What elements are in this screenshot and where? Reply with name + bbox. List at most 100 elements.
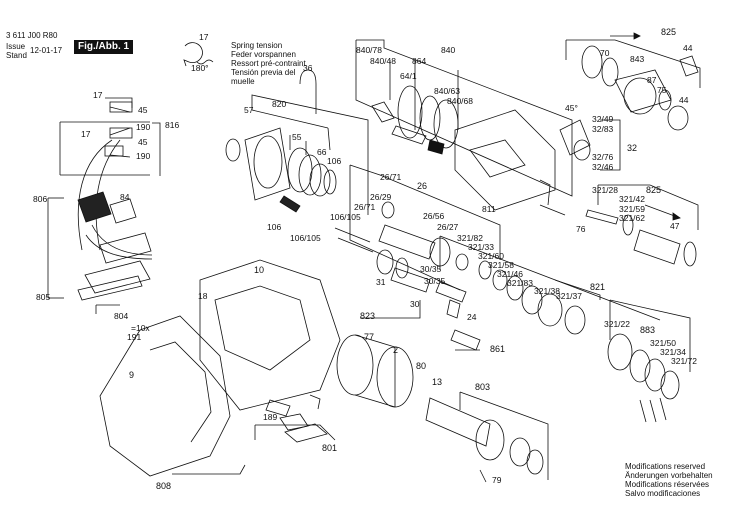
- part-label: 190: [136, 151, 151, 161]
- doc-number: 3 611 J00 R80: [6, 31, 58, 40]
- spring-note-line-2: Feder vorspannen: [231, 50, 296, 59]
- part-label: 26/56: [423, 211, 445, 221]
- part-label: 805: [36, 292, 51, 302]
- part-label: 45: [138, 137, 148, 147]
- part-label: 864: [412, 56, 427, 66]
- part-label: 44: [683, 43, 693, 53]
- part-label: 321/50: [650, 338, 676, 348]
- part-label: 321/38: [534, 286, 560, 296]
- part-label: 17: [81, 129, 91, 139]
- part-label: 840: [441, 45, 456, 55]
- part-label: 80: [416, 361, 427, 371]
- part-label: 64/1: [400, 71, 417, 81]
- part-label: 32/46: [592, 162, 614, 172]
- part-label: 811: [482, 204, 496, 214]
- part-label: 84: [120, 192, 130, 202]
- part-label: 321/82: [457, 233, 483, 243]
- part-label: 825: [661, 27, 677, 37]
- part-label: 75: [657, 85, 667, 95]
- part-label: 36: [303, 63, 313, 73]
- part-label: 189: [263, 412, 278, 422]
- part-label: 76: [576, 224, 586, 234]
- part-label: 30/35: [420, 264, 442, 274]
- part-label: 26/71: [380, 172, 402, 182]
- footer-note-line-3: Modifications réservées: [625, 480, 710, 489]
- part-label: 18: [198, 291, 208, 301]
- spindle-assembly: [585, 209, 697, 267]
- part-label: 321/42: [619, 194, 645, 204]
- part-label: 321/62: [619, 213, 645, 223]
- impact-mechanism-assembly: [334, 201, 481, 351]
- figure-tag: Fig./Abb. 1: [74, 40, 134, 54]
- part-label: 321/37: [556, 291, 582, 301]
- part-label: 861: [490, 344, 506, 354]
- stand-label: Stand: [6, 51, 27, 60]
- part-label: 321/60: [478, 251, 504, 261]
- part-label: 24: [467, 312, 477, 322]
- main-housing: [99, 259, 341, 477]
- part-label: 840/63: [434, 86, 460, 96]
- issue-date: 12-01-17: [30, 46, 63, 55]
- part-label: 840/48: [370, 56, 396, 66]
- part-label: 106/105: [330, 212, 361, 222]
- spring-note-line-4: Tensión previa del: [231, 68, 296, 77]
- hammer-housing-assembly: [371, 85, 566, 216]
- part-label: 77: [364, 332, 375, 342]
- leader-lines: [47, 32, 701, 480]
- wiring-harness: [77, 101, 153, 301]
- part-label: 17: [93, 90, 103, 100]
- part-label: 825: [646, 185, 662, 195]
- footer-note-line-4: Salvo modificaciones: [625, 489, 701, 498]
- part-label: 10: [254, 265, 265, 275]
- part-label: 9: [129, 370, 135, 380]
- part-label: 106: [327, 156, 342, 166]
- part-label: 45°: [565, 103, 578, 113]
- part-label: 321/22: [604, 319, 630, 329]
- part-label: 321/34: [660, 347, 686, 357]
- footer-note-line-2: Änderungen vorbehalten: [625, 471, 713, 480]
- part-label: 321/28: [592, 185, 618, 195]
- part-label: 321/58: [488, 260, 514, 270]
- part-label: 32/76: [592, 152, 614, 162]
- part-label: 30/35: [424, 276, 446, 286]
- part-label: =10x: [131, 323, 150, 333]
- part-label: 79: [492, 475, 502, 485]
- part-label: 321/33: [468, 242, 494, 252]
- chuck-assembly: [559, 45, 699, 161]
- part-label: 70: [600, 48, 610, 58]
- part-label: 32/83: [592, 124, 614, 134]
- part-label: 840/68: [447, 96, 473, 106]
- switch-assembly: [279, 413, 328, 443]
- part-label: 804: [114, 311, 129, 321]
- part-label: 87: [647, 75, 657, 85]
- issue-label: Issue: [6, 42, 26, 51]
- part-label: 26: [417, 181, 428, 191]
- part-label: 823: [360, 311, 376, 321]
- part-label: 816: [165, 120, 180, 130]
- part-label: 820: [272, 99, 287, 109]
- part-label: 806: [33, 194, 48, 204]
- part-label: 55: [292, 132, 302, 142]
- part-label: 321/72: [671, 356, 697, 366]
- part-label: 321/46: [497, 269, 523, 279]
- clutch-ring-assembly: [478, 260, 680, 423]
- part-label: 801: [322, 443, 338, 453]
- gear-housing-assembly: [225, 69, 337, 213]
- part-label: 106/105: [290, 233, 321, 243]
- spring-degrees-label: 180°: [191, 63, 209, 73]
- spring-angle-label: 17: [199, 32, 209, 42]
- spring-tension-symbol: [183, 42, 214, 67]
- part-label: 32: [627, 143, 638, 153]
- part-label: 44: [679, 95, 689, 105]
- part-label: 32/49: [592, 114, 614, 124]
- part-label: 843: [630, 54, 645, 64]
- part-label: 45: [138, 105, 148, 115]
- part-label: 26/27: [437, 222, 459, 232]
- part-label: 13: [432, 377, 443, 387]
- part-label: 26/71: [354, 202, 376, 212]
- part-label: 883: [640, 325, 656, 335]
- motor-assembly: [336, 334, 544, 483]
- part-label: 26/29: [370, 192, 392, 202]
